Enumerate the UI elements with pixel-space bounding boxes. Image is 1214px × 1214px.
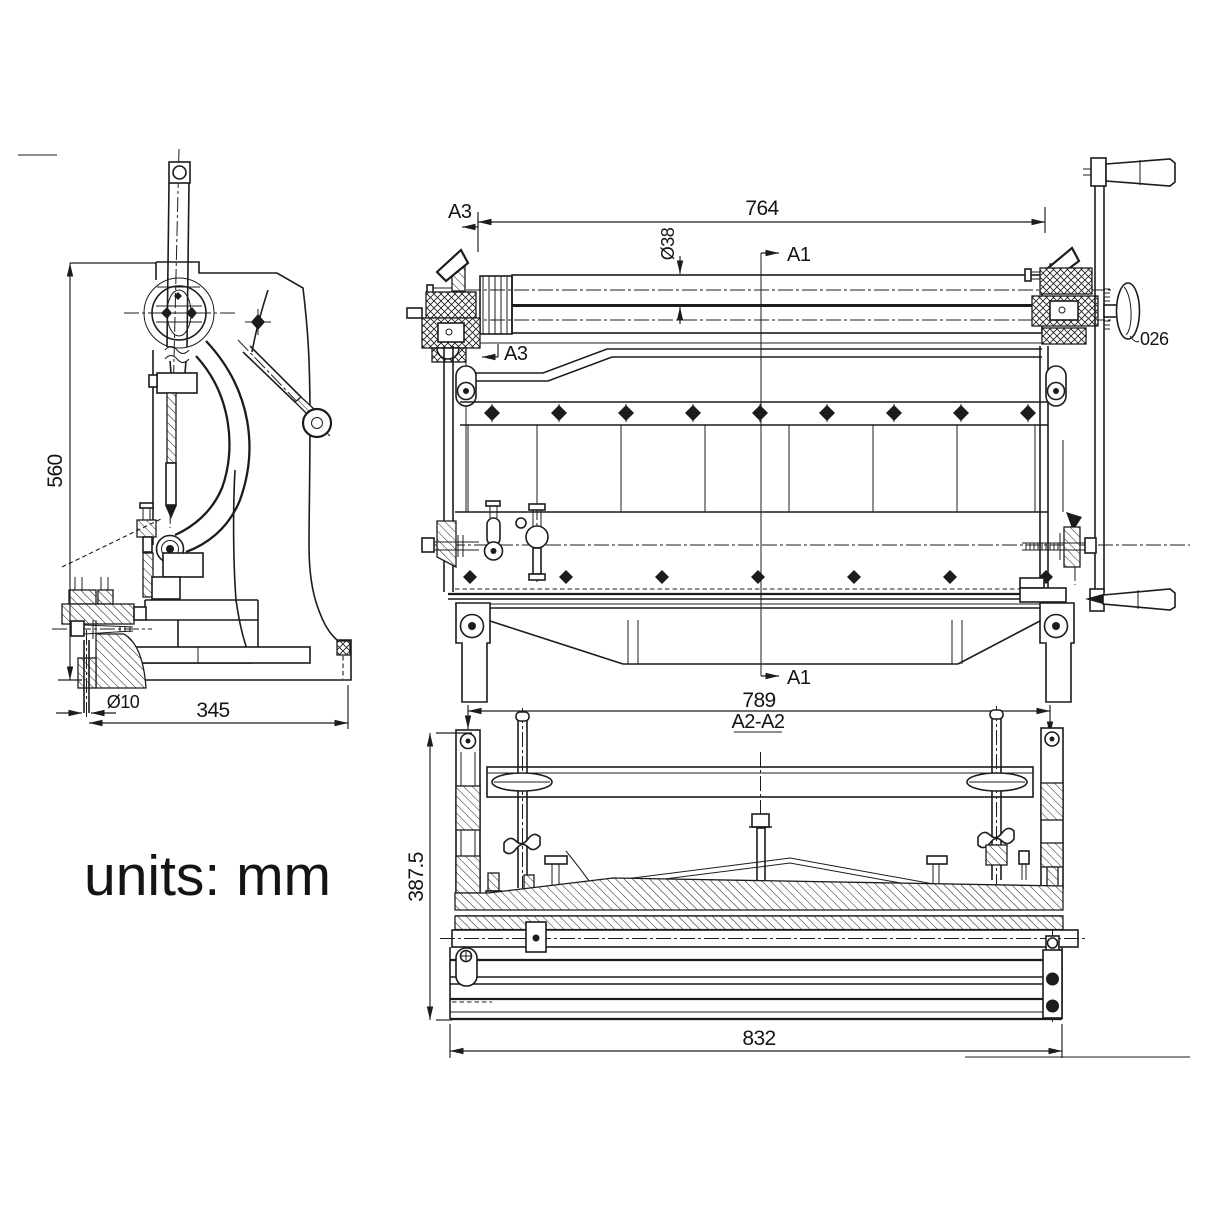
a3-marker-top: A3: [448, 201, 479, 231]
dim-764: 764: [477, 197, 1046, 252]
crank-dia-label: 026: [1140, 329, 1169, 349]
dim-phi38: Ø38: [658, 227, 684, 324]
dim-832-label: 832: [742, 1027, 775, 1050]
panel-dividers: [467, 425, 1036, 512]
section-view: 789 A2-A2: [405, 689, 1085, 1058]
crank-handle: 026: [1083, 157, 1176, 612]
a3-lower-label: A3: [504, 343, 528, 365]
dim-phi38-label: Ø38: [658, 227, 678, 260]
apron-hardware-left: [421, 500, 549, 582]
a1-section: A1 A1: [760, 244, 811, 689]
section-title: A2-A2: [731, 711, 785, 733]
dim-3875: 387.5: [405, 732, 472, 1021]
dim-560-label: 560: [44, 454, 67, 487]
dim-3875-label: 387.5: [405, 852, 428, 902]
apron-hardware-right: [1019, 512, 1097, 603]
dim-560: 560: [44, 262, 156, 681]
dim-832: 832: [449, 1024, 1063, 1058]
a1-bottom-label: A1: [787, 667, 811, 689]
section-title-label: A2-A2: [731, 711, 784, 733]
dim-345: 345: [89, 685, 349, 729]
side-view: 560 Ø10 345: [44, 148, 352, 729]
bolt-diamonds-top-row: [484, 404, 1036, 422]
dim-phi10-label: Ø10: [107, 692, 140, 712]
units-note: units: mm: [84, 844, 331, 908]
a1-top-label: A1: [787, 244, 811, 266]
dim-764-label: 764: [745, 197, 779, 220]
a3-marker-lower: A3: [482, 343, 528, 365]
dim-789: 789: [464, 689, 1054, 735]
a3-top-label: A3: [448, 201, 472, 223]
front-view: 026: [406, 157, 1190, 703]
scan-marks: [18, 154, 1190, 1058]
dim-345-label: 345: [196, 699, 229, 722]
dim-789-label: 789: [742, 689, 775, 712]
bolt-diamonds-lower-row: [463, 570, 1053, 584]
dim-phi10: Ø10: [56, 692, 140, 717]
